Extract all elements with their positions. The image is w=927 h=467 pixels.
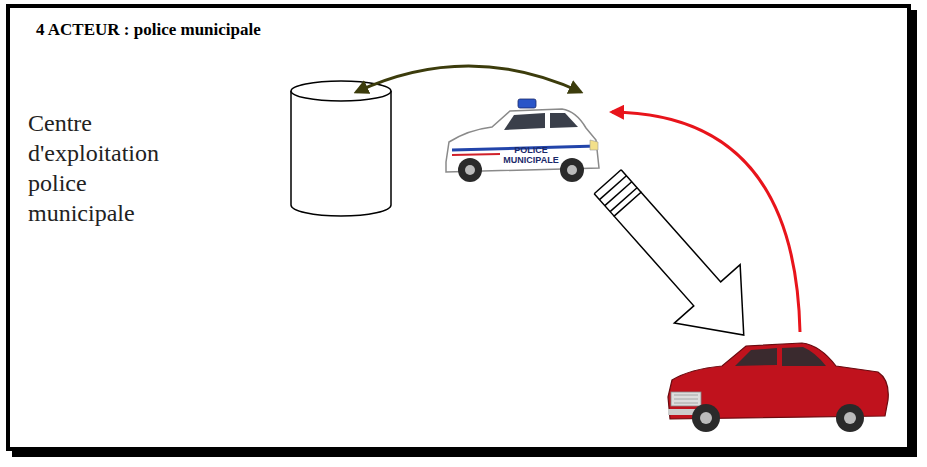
node-label: Centre d'exploitation police municipale [28, 108, 178, 228]
hollow-arrow [575, 153, 777, 365]
police-car-node: POLICE MUNICIPALE [440, 98, 600, 193]
police-car [446, 99, 599, 182]
vehicle-marking: POLICE MUNICIPALE [498, 145, 564, 165]
curved-arrow [356, 66, 581, 92]
diagram-title: 4 ACTEUR : police municipale [36, 20, 261, 40]
cylinder-outline [290, 80, 392, 216]
database-cylinder: Centre d'exploitation police municipale [290, 80, 392, 216]
vehicle-node [665, 340, 890, 432]
red-car [668, 343, 888, 432]
curved-arrow [612, 112, 800, 332]
